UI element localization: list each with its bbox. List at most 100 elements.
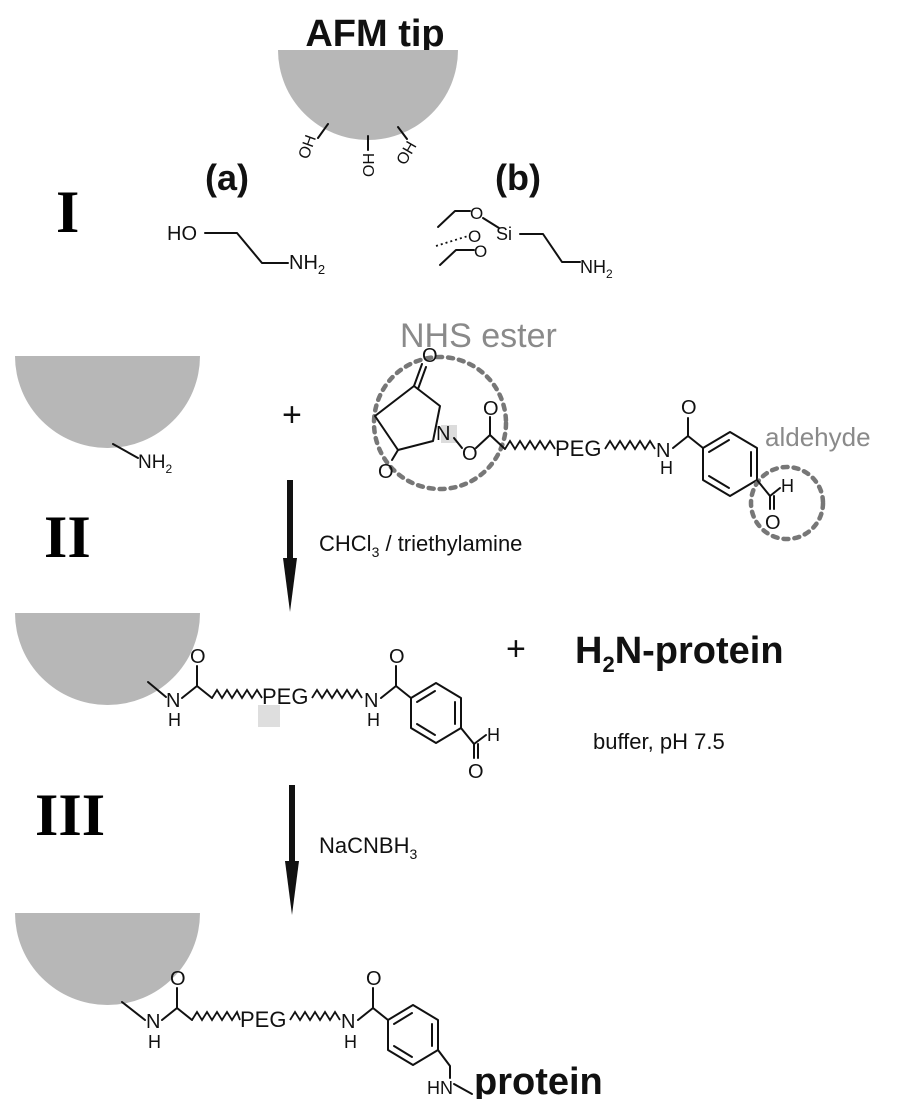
ethoxy-upper bbox=[437, 210, 471, 228]
amide-carbonyl-o: O bbox=[681, 397, 697, 419]
oh-group-left: OH bbox=[296, 133, 320, 161]
final-protein: protein bbox=[474, 1061, 603, 1099]
o-lower: O bbox=[378, 461, 394, 483]
n-atom: N bbox=[436, 423, 450, 445]
n-highlight bbox=[441, 425, 457, 443]
aldehyde-label: aldehyde bbox=[765, 422, 871, 452]
silane-nh2: NH2 bbox=[580, 257, 613, 281]
reagent-step-3: NaCNBH3 bbox=[319, 833, 417, 862]
ethoxy-dotted bbox=[435, 235, 469, 247]
tip-amine-bond bbox=[112, 443, 139, 459]
co-lower bbox=[391, 449, 399, 461]
peg-highlight bbox=[258, 705, 280, 727]
final-n: N bbox=[146, 1011, 160, 1033]
aldehyde-o: O bbox=[765, 512, 781, 534]
tip-protein-conjugate: N H O PEG N H O HN protein bbox=[15, 913, 603, 1099]
amine-tip-shape bbox=[15, 356, 200, 448]
n-o-bond bbox=[453, 437, 463, 449]
benzene-double-3 bbox=[708, 475, 730, 489]
tip-amine-nh2: NH2 bbox=[138, 452, 172, 476]
succinimide-ring bbox=[374, 385, 441, 451]
conj-aldehyde-h: H bbox=[487, 725, 500, 745]
conjugate-tip-shape bbox=[15, 613, 200, 705]
co-upper-2 bbox=[417, 366, 427, 390]
oh-group-right: OH bbox=[394, 139, 421, 168]
o-upper: O bbox=[422, 345, 438, 367]
afm-tip-shape bbox=[278, 50, 458, 140]
afm-tip-title: AFM tip bbox=[305, 13, 444, 55]
final-benzene bbox=[387, 1004, 439, 1066]
oh-bond-right bbox=[397, 126, 408, 140]
arrow-step-2 bbox=[283, 480, 297, 612]
amide-h: H bbox=[660, 458, 673, 478]
afm-tip-top: AFM tip OH OH OH bbox=[278, 13, 458, 177]
conj-peg: PEG bbox=[262, 684, 308, 709]
stage-label-III: III bbox=[35, 782, 105, 848]
o-si-bond-1 bbox=[482, 217, 500, 229]
conj-aldehyde-o: O bbox=[468, 761, 484, 783]
final-zigzag-left bbox=[191, 1009, 241, 1022]
tip-amide-bond bbox=[147, 681, 167, 698]
nhs-dotted-circle bbox=[371, 354, 509, 492]
co-upper bbox=[413, 363, 423, 387]
conj-zigzag-right bbox=[311, 688, 363, 700]
conj-amide-left bbox=[181, 685, 213, 699]
benzene-double-1 bbox=[708, 439, 730, 453]
final-amide-right bbox=[357, 1007, 389, 1021]
benzene-ring bbox=[702, 431, 758, 497]
conj-benzene-d1 bbox=[416, 690, 436, 703]
final-o-left: O bbox=[170, 968, 186, 990]
stage-label-II: II bbox=[44, 504, 91, 570]
conj-amide-right bbox=[380, 685, 412, 699]
plus-sign-2: + bbox=[506, 630, 526, 668]
aldehyde-h: H bbox=[781, 476, 794, 496]
ethanolamine-nh2: NH2 bbox=[289, 252, 325, 277]
option-label-b: (b) bbox=[495, 157, 541, 198]
conj-aldehyde bbox=[460, 727, 487, 745]
propyl-chain bbox=[519, 233, 581, 263]
final-zigzag-right bbox=[289, 1010, 341, 1022]
arrow-step-3 bbox=[285, 785, 299, 915]
option-label-a: (a) bbox=[205, 157, 249, 198]
silane-si: Si bbox=[496, 224, 512, 244]
conj-benzene-d3 bbox=[416, 723, 436, 736]
silane-o-2: O bbox=[468, 227, 481, 246]
tip-aldehyde-conjugate: N H O PEG N H O H O bbox=[15, 613, 500, 783]
conj-benzene bbox=[410, 682, 462, 744]
ethanolamine-chain bbox=[204, 232, 289, 264]
protein-reagent: H2N-protein bbox=[575, 630, 784, 677]
final-h2: H bbox=[344, 1032, 357, 1052]
zigzag-right bbox=[604, 439, 656, 451]
final-amide-left bbox=[161, 1007, 193, 1021]
conj-h: H bbox=[168, 710, 181, 730]
reagent-step-2: CHCl3 / triethylamine bbox=[319, 531, 522, 560]
aldehyde-bond bbox=[756, 479, 781, 497]
conj-h2: H bbox=[367, 710, 380, 730]
ethanolamine-ho: HO bbox=[167, 223, 197, 245]
final-peg: PEG bbox=[240, 1007, 286, 1032]
final-n2: N bbox=[341, 1011, 355, 1033]
final-hn: HN bbox=[427, 1078, 453, 1098]
conj-zigzag-left bbox=[211, 688, 263, 700]
plus-sign-1: + bbox=[282, 396, 302, 434]
final-tip-shape bbox=[15, 913, 200, 1005]
oh-group-mid: OH bbox=[361, 153, 378, 177]
stage-label-I: I bbox=[56, 179, 79, 245]
final-benzene-d3 bbox=[393, 1045, 413, 1058]
amine-tip: NH2 bbox=[15, 356, 200, 476]
silane-o-3: O bbox=[474, 242, 487, 261]
final-methylene bbox=[437, 1049, 451, 1079]
conj-n: N bbox=[166, 690, 180, 712]
buffer-condition: buffer, pH 7.5 bbox=[593, 729, 725, 754]
final-benzene-d1 bbox=[393, 1012, 413, 1025]
final-h: H bbox=[148, 1032, 161, 1052]
nhs-peg-aldehyde-linker: NHS ester O O N O O PEG N H O aldehyde H… bbox=[371, 317, 871, 542]
amide-n: N bbox=[656, 440, 670, 462]
ethoxy-lower bbox=[439, 249, 475, 266]
final-tip-bond bbox=[121, 1001, 146, 1021]
peg-label: PEG bbox=[555, 436, 601, 461]
aldehyde-dotted-circle bbox=[748, 464, 826, 542]
conj-n2: N bbox=[364, 690, 378, 712]
amide-bond bbox=[672, 435, 704, 449]
